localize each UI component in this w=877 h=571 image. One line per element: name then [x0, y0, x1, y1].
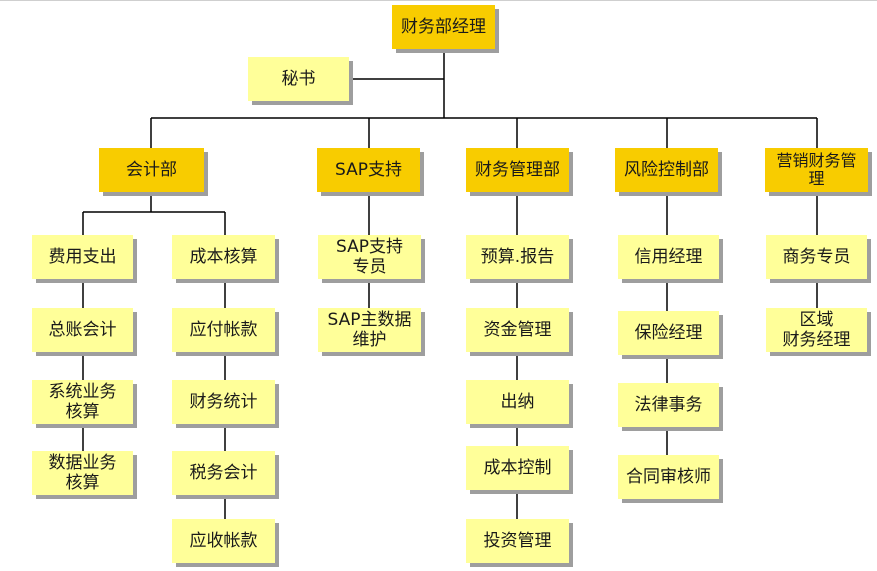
dept-label: 营销财务管 理 [776, 151, 857, 188]
manager-label: 财务部经理 [401, 17, 486, 37]
position-box: SAP主数据 维护 [318, 308, 421, 352]
secretary-label: 秘书 [281, 69, 316, 89]
position-box: 费用支出 [32, 235, 133, 279]
position-label: SAP主数据 维护 [327, 310, 412, 350]
position-label: 法律事务 [634, 395, 703, 415]
position-label: 资金管理 [483, 320, 552, 340]
position-label: 商务专员 [782, 247, 851, 267]
dept-label: SAP支持 [335, 160, 402, 180]
position-label: 费用支出 [48, 247, 117, 267]
position-box: 合同审核师 [618, 455, 719, 499]
position-box: 法律事务 [618, 383, 719, 427]
position-label: SAP支持 专员 [336, 237, 403, 277]
dept-marketing-finance: 营销财务管 理 [765, 148, 868, 192]
position-box: 区域 财务经理 [766, 308, 867, 352]
position-label: 出纳 [500, 392, 535, 412]
position-label: 区域 财务经理 [782, 310, 851, 350]
position-box: 应付帐款 [172, 308, 275, 352]
position-label: 预算.报告 [480, 247, 555, 267]
position-box: 成本控制 [466, 446, 569, 490]
secretary-box: 秘书 [248, 57, 349, 101]
position-label: 总账会计 [48, 320, 117, 340]
position-label: 保险经理 [634, 323, 703, 343]
dept-financial-management: 财务管理部 [466, 148, 569, 192]
dept-risk-control: 风险控制部 [615, 148, 718, 192]
position-label: 成本控制 [483, 458, 552, 478]
top-border [0, 0, 877, 1]
position-label: 财务统计 [189, 392, 258, 412]
position-box: 财务统计 [172, 380, 275, 424]
position-label: 合同审核师 [626, 467, 711, 487]
position-box: 信用经理 [618, 235, 719, 279]
dept-sap-support: SAP支持 [317, 148, 420, 192]
position-box: 投资管理 [466, 519, 569, 563]
position-box: 数据业务 核算 [32, 451, 133, 495]
dept-label: 风险控制部 [624, 160, 709, 180]
position-box: 总账会计 [32, 308, 133, 352]
position-box: 资金管理 [466, 308, 569, 352]
position-box: 保险经理 [618, 311, 719, 355]
position-box: SAP支持 专员 [318, 235, 421, 279]
position-box: 商务专员 [766, 235, 867, 279]
position-label: 税务会计 [189, 463, 258, 483]
position-box: 系统业务 核算 [32, 380, 133, 424]
position-label: 数据业务 核算 [48, 453, 117, 493]
position-label: 应付帐款 [189, 320, 258, 340]
position-box: 成本核算 [172, 235, 275, 279]
position-label: 应收帐款 [189, 531, 258, 551]
manager-box: 财务部经理 [392, 5, 495, 49]
position-label: 投资管理 [483, 531, 552, 551]
position-label: 信用经理 [634, 247, 703, 267]
position-box: 出纳 [466, 380, 569, 424]
position-label: 成本核算 [189, 247, 258, 267]
dept-label: 财务管理部 [475, 160, 560, 180]
position-box: 税务会计 [172, 451, 275, 495]
position-label: 系统业务 核算 [48, 382, 117, 422]
dept-label: 会计部 [126, 160, 177, 180]
position-box: 应收帐款 [172, 519, 275, 563]
dept-accounting: 会计部 [99, 148, 204, 192]
position-box: 预算.报告 [466, 235, 569, 279]
